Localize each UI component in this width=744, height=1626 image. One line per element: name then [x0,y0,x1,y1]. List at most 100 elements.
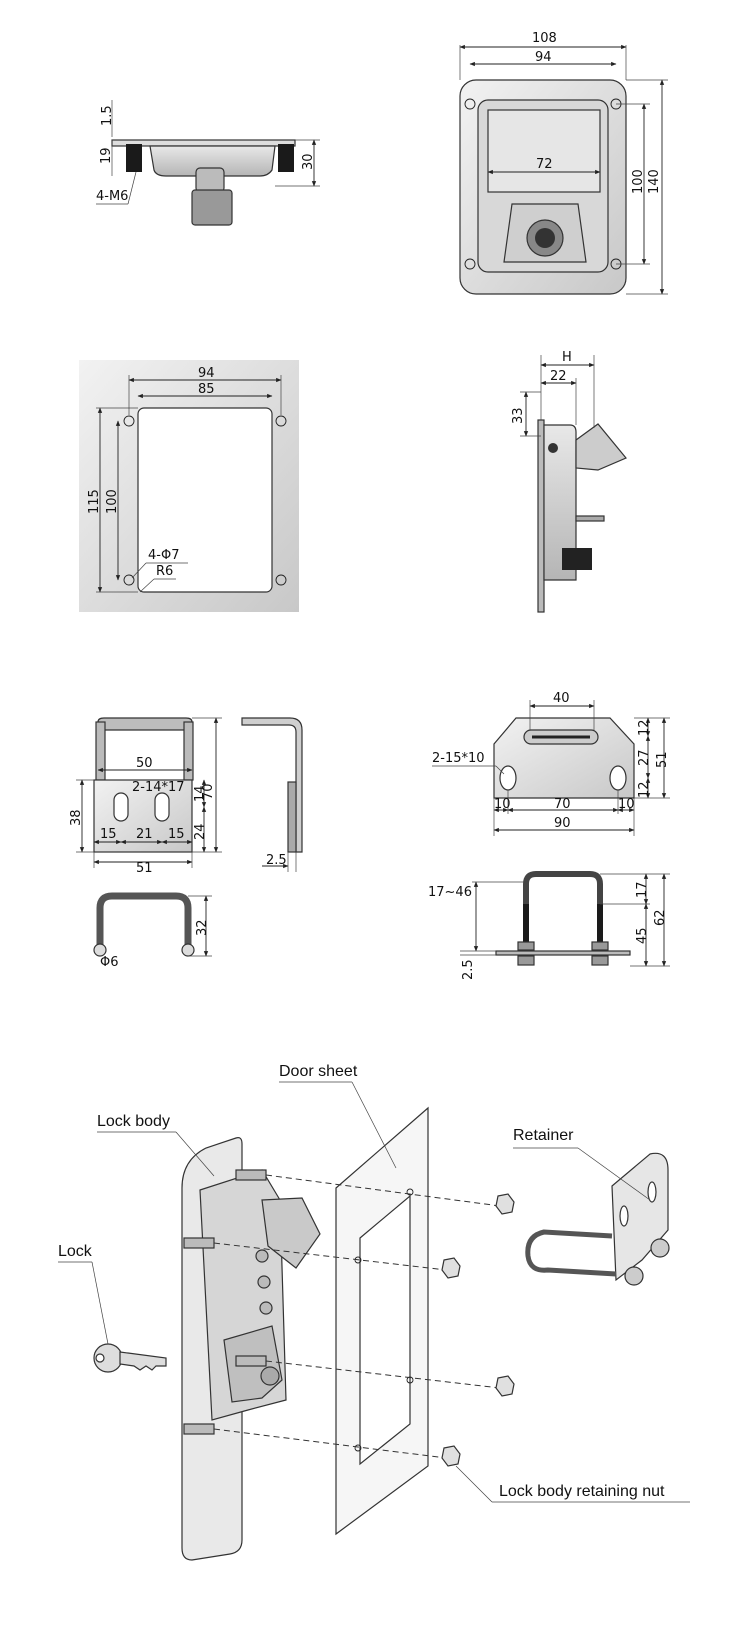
dim-51-plate: 51 [655,751,670,768]
assembly-view: Door sheet Lock body Retainer Lock Lock … [58,1063,690,1561]
side-stud-top [548,443,558,453]
label-lock: Lock [58,1243,93,1260]
dim-2-5-retainer: 2.5 [461,959,476,980]
dim-50: 50 [136,756,153,771]
dim-21: 21 [136,827,153,842]
retainer-u-bolt-3d [525,1229,617,1277]
dim-4-phi7: 4-Φ7 [148,548,179,563]
retainer-plate-view: 40 2-15*10 12 27 12 51 10 70 10 90 [432,691,670,836]
stud-1 [235,1169,267,1181]
dim-slot: 2-14*17 [132,780,185,795]
cut-hole-tl [123,415,135,427]
dim-17: 17 [635,881,650,898]
dim-2-5-bracket: 2.5 [266,853,287,868]
latch-tongue [191,189,233,226]
hole-tl [464,98,476,110]
paddle [487,109,601,193]
nut-upper-left [517,941,535,951]
dim-10b: 10 [618,797,635,812]
key-blade [119,1351,167,1371]
stud-4 [183,1423,215,1435]
nut-lower-right [591,955,609,966]
u-bolt-end-left [93,943,107,957]
side-cylinder [562,548,592,570]
dim-45: 45 [635,927,650,944]
stud-2 [183,1237,215,1249]
dim-70-plate: 70 [554,797,571,812]
dim-94: 94 [535,50,552,65]
dim-12a: 12 [637,719,652,736]
dim-140: 140 [647,169,662,194]
side-body [543,424,577,581]
body-shell [149,145,276,177]
dim-115: 115 [87,489,102,514]
dim-15a: 15 [100,827,117,842]
cut-hole-br [275,574,287,586]
side-top-view: 1.5 19 30 4-M6 [96,100,320,226]
bracket-side-plate [287,781,297,853]
dim-30: 30 [301,153,316,170]
dim-4-m6: 4-M6 [96,189,128,204]
u-bolt-leg-right [183,721,194,781]
cylinder [195,167,225,193]
dim-90: 90 [554,816,571,831]
keyhole [535,228,555,248]
slot-left [113,792,129,822]
dim-40: 40 [553,691,570,706]
dim-15b: 15 [168,827,185,842]
dim-72: 72 [536,157,553,172]
u-bolt-plan [96,892,192,950]
label-retaining-nut: Lock body retaining nut [499,1483,665,1500]
nut-lower-left [517,955,535,966]
nut-2 [441,1257,461,1279]
bracket-view: 50 2-14*17 38 70 14 24 15 21 15 51 2.5 [69,717,303,970]
stud-left [126,144,142,172]
nut-1 [495,1193,515,1215]
dim-108: 108 [532,31,557,46]
label-lock-body: Lock body [97,1113,170,1130]
dim-14: 14 [193,785,208,802]
label-retainer: Retainer [513,1127,574,1144]
u-bolt-side [523,871,603,950]
dim-slot-plate: 2-15*10 [432,751,485,766]
plate-slot-right [609,765,627,791]
dim-100-front: 100 [631,169,646,194]
door-cutout [359,1194,411,1466]
dim-62: 62 [653,909,668,926]
retainer-side-plate [495,950,631,956]
dim-10a: 10 [494,797,511,812]
dim-12b: 12 [637,781,652,798]
dim-38: 38 [69,809,84,826]
dim-85: 85 [198,382,215,397]
cutout-opening [137,407,273,593]
dim-22: 22 [550,369,567,384]
dim-1-5: 1.5 [100,105,115,126]
u-bolt-end-right [181,943,195,957]
stud-right [278,144,294,172]
cut-hole-tr [275,415,287,427]
side-right-view: H 22 33 [511,350,627,613]
cut-hole-bl [123,574,135,586]
dim-94-cut: 94 [198,366,215,381]
nut-upper-right [591,941,609,951]
dim-17-46: 17~46 [428,885,472,900]
plate-slot-left [499,765,517,791]
stud-3 [235,1355,267,1367]
nut-3 [495,1375,515,1397]
dim-51-bracket: 51 [136,861,153,876]
dim-h: H [562,350,572,365]
u-bolt-leg-left [95,721,106,781]
dim-32: 32 [195,919,210,936]
dim-phi6: Φ6 [100,955,119,970]
side-paddle [575,423,627,471]
cutout-view: 94 85 115 100 4-Φ7 R6 [79,360,299,612]
slot-right [154,792,170,822]
dim-19: 19 [99,147,114,164]
dim-33: 33 [511,407,526,424]
side-cam [575,515,605,522]
dim-24: 24 [193,823,208,840]
u-bolt-top [97,717,193,731]
hole-bl [464,258,476,270]
